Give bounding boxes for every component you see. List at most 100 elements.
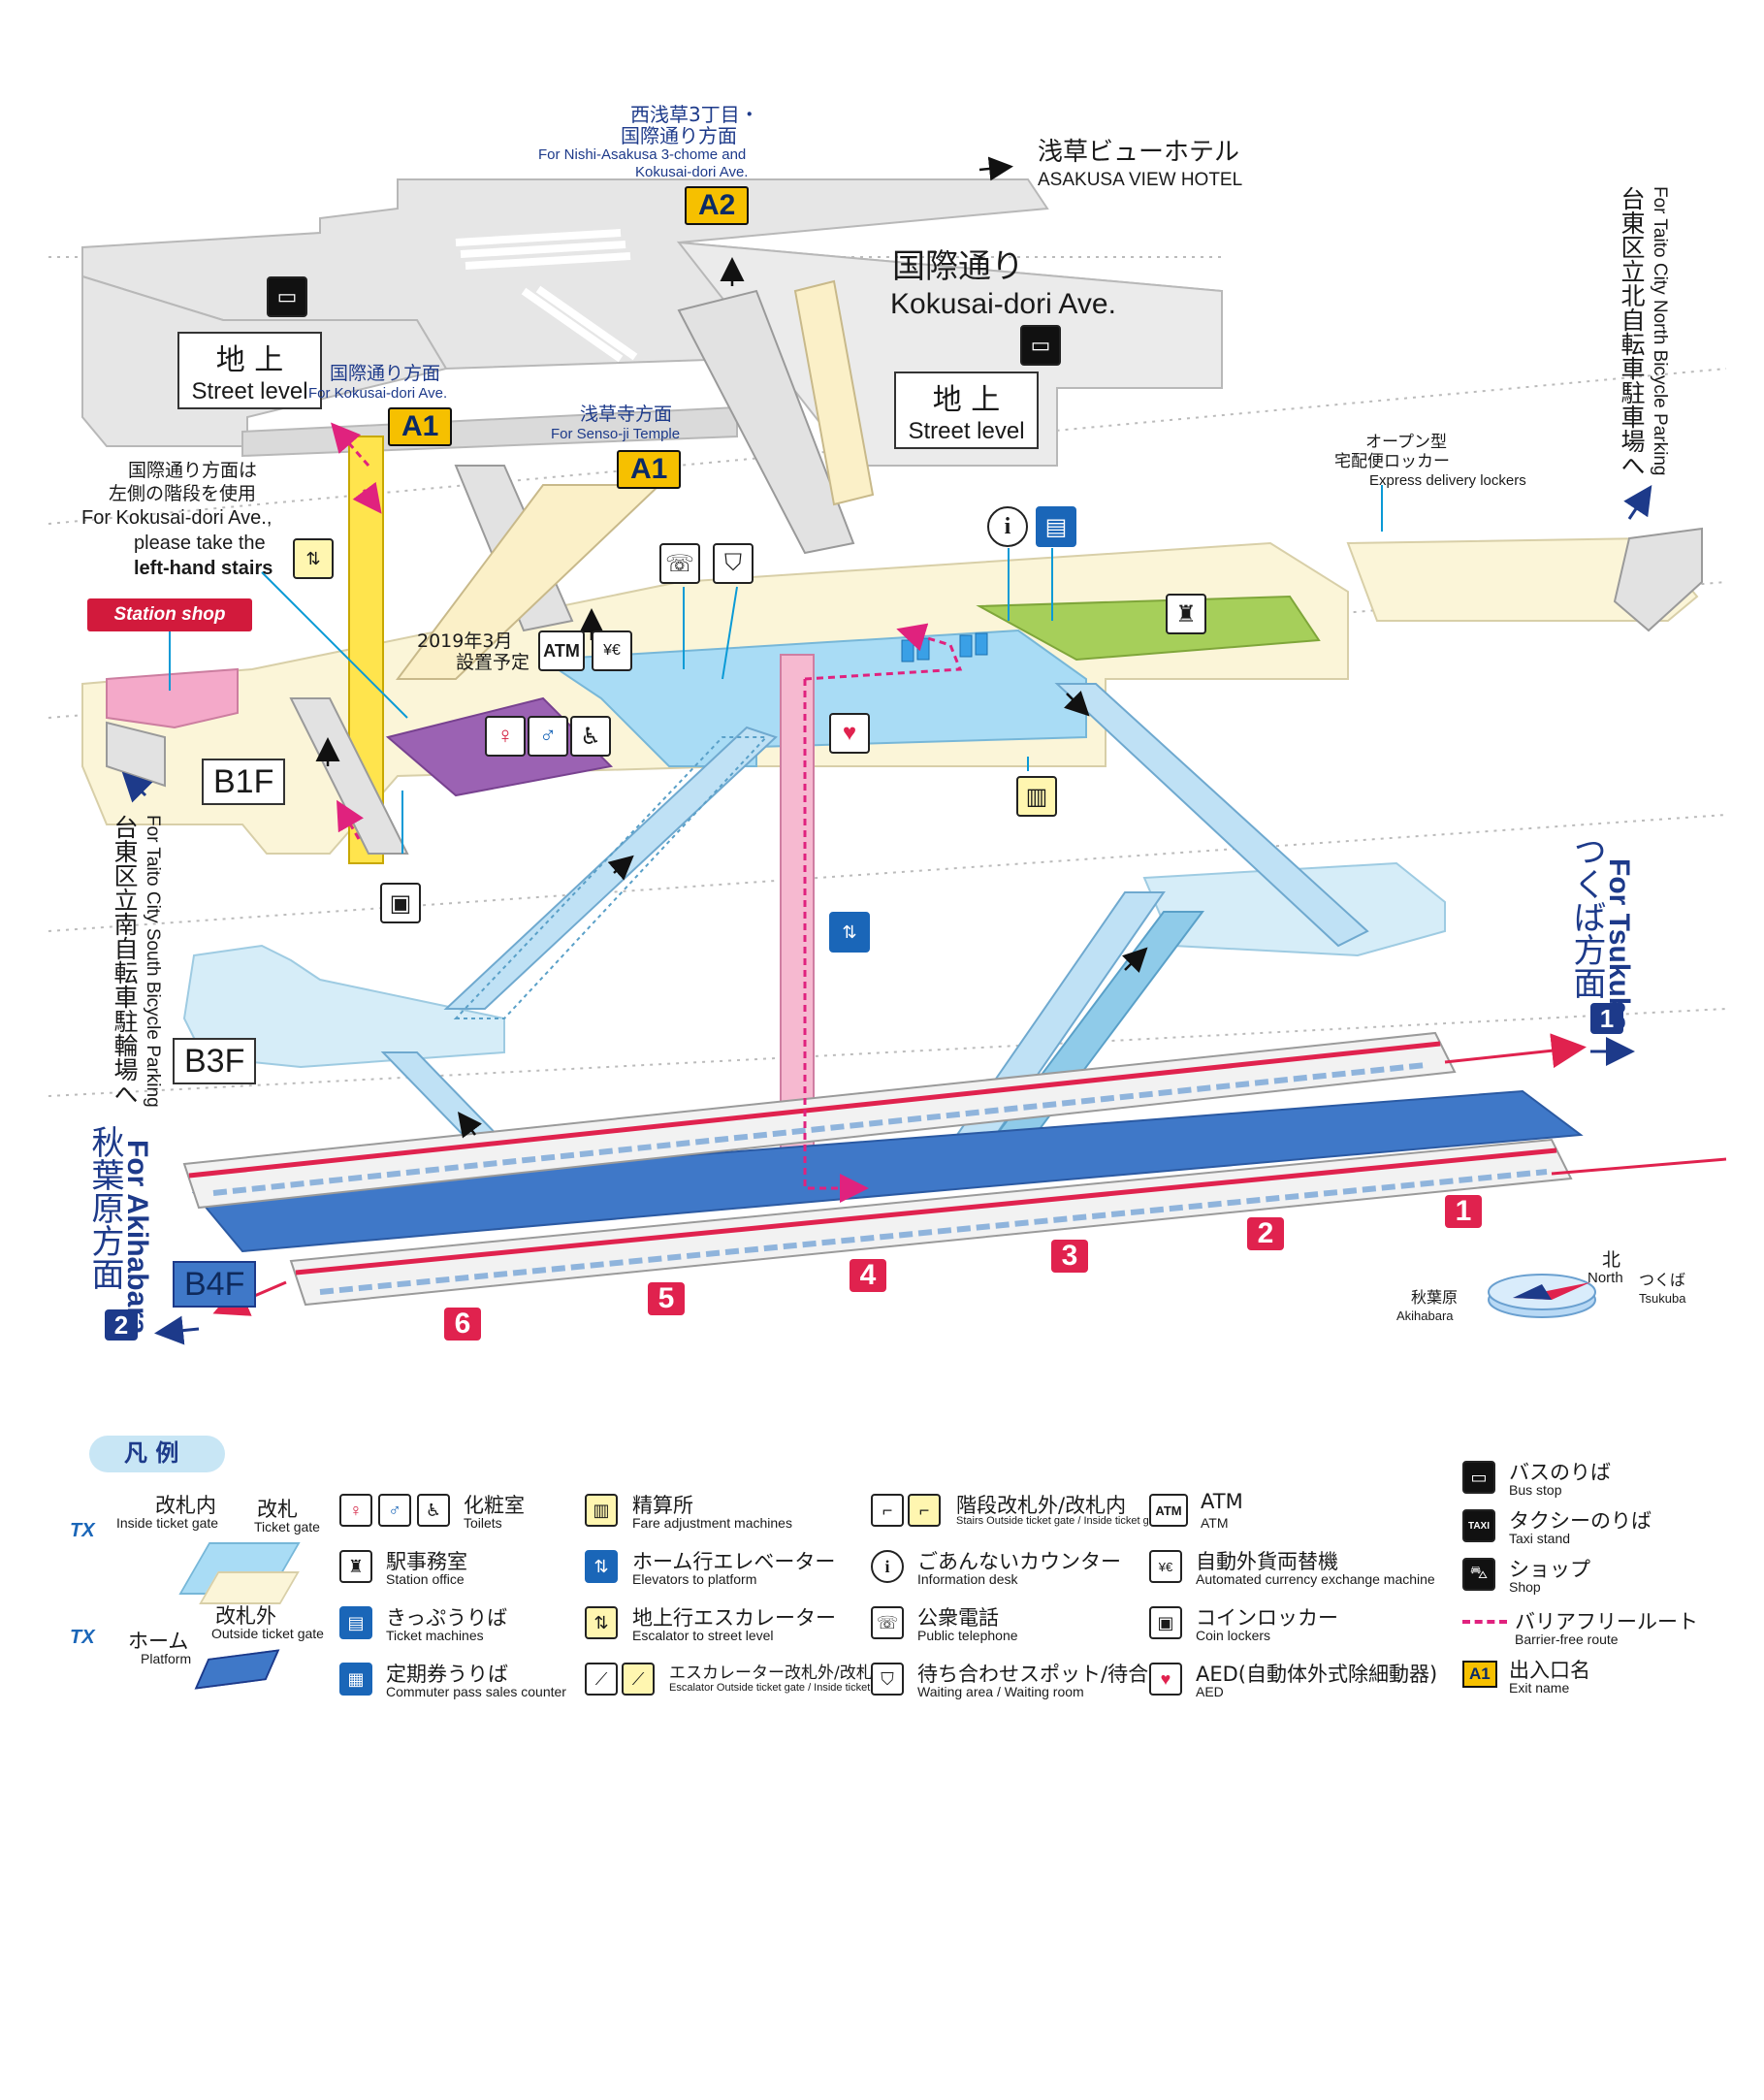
legend-station-office-en: Station office — [386, 1571, 465, 1587]
akihabara-direction-number: 2 — [105, 1309, 138, 1341]
legend-telephone-jp: 公衆電話 — [917, 1606, 999, 1630]
aed-icon: ♥ — [829, 713, 870, 754]
nishi-asakusa-jp: 西浅草3丁目・ — [630, 103, 759, 126]
exit-a1-center-badge: A1 — [617, 450, 682, 489]
legend-taxi-label: TAXI — [1467, 1520, 1491, 1532]
car-number-5: 5 — [648, 1282, 685, 1315]
legend-fare-adjust-icon: ▥ — [585, 1494, 618, 1527]
compass-north-jp: 北 — [1602, 1249, 1621, 1271]
stairs-note-en2: please take the — [134, 533, 266, 554]
coin-locker-icon: ▣ — [380, 883, 421, 923]
legend-escalator-street-icon: ⇅ — [585, 1606, 618, 1639]
legend-atm-jp: ATM — [1201, 1490, 1243, 1513]
bus-stop-icon-left: ▭ — [267, 276, 307, 317]
legend-escalator-en: Escalator Outside ticket gate / Inside t… — [669, 1682, 894, 1694]
car-number-2: 2 — [1247, 1217, 1284, 1250]
legend-station-office-icon: ♜ — [339, 1550, 372, 1583]
legend-coin-locker-en: Coin lockers — [1196, 1628, 1271, 1643]
legend-platform-diagram — [194, 1649, 280, 1690]
akihabara-jp: 秋葉原方面 — [85, 1125, 124, 1290]
atm-icon-label: ATM — [543, 640, 580, 661]
legend-escalator-jp: エスカレーター改札外/改札内 — [669, 1664, 889, 1683]
legend-elevator-platform-icon: ⇅ — [585, 1550, 618, 1583]
legend-bus-icon: ▭ — [1462, 1461, 1495, 1494]
legend-info-jp: ごあんないカウンター — [917, 1550, 1121, 1573]
b1f-floor — [81, 536, 1699, 855]
a1-left-en: For Kokusai-dori Ave. — [308, 385, 448, 402]
stairs-note-jp1: 国際通り方面は — [128, 460, 258, 481]
legend-barrier-free-icon — [1462, 1620, 1507, 1624]
legend-ticket-machines-icon: ▤ — [339, 1606, 372, 1639]
nishi-asakusa-en1: For Nishi-Asakusa 3-chome and — [538, 146, 747, 163]
legend-outside-gate-en: Outside ticket gate — [211, 1626, 324, 1641]
legend-currency-icon: ¥€ — [1149, 1550, 1182, 1583]
atm-icon: ATM — [538, 630, 585, 671]
waiting-area-icon: ⛉ — [713, 543, 754, 584]
public-telephone-icon: ☏ — [659, 543, 700, 584]
lockers-en: Express delivery lockers — [1369, 472, 1526, 489]
sensoji-jp: 浅草寺方面 — [580, 404, 673, 425]
legend-outside-gate-jp: 改札外 — [215, 1604, 276, 1628]
akihabara-en: For Akihabara — [121, 1140, 153, 1335]
exit-a1-left-badge: A1 — [388, 407, 453, 446]
compass — [1488, 1274, 1596, 1318]
compass-north-en: North — [1588, 1270, 1623, 1286]
legend-atm-icon-label: ATM — [1155, 1502, 1182, 1518]
lockers-jp2: 宅配便ロッカー — [1334, 452, 1450, 471]
legend-gate-jp: 改札 — [257, 1498, 298, 1521]
sensoji-en: For Senso-ji Temple — [551, 426, 681, 442]
legend-stairs-outside-icon: ⌐ — [871, 1494, 904, 1527]
legend-platform-en: Platform — [141, 1651, 192, 1666]
stairs-note-jp2: 左側の階段を使用 — [109, 483, 257, 504]
legend-taxi-jp: タクシーのりば — [1509, 1509, 1652, 1533]
legend-exit-badge: A1 — [1462, 1661, 1497, 1688]
legend-telephone-icon: ☏ — [871, 1606, 904, 1639]
legend: 凡 例 TX 改札内 Inside ticket gate 改札 Ticket … — [0, 1426, 1764, 1717]
legend-info-en: Information desk — [917, 1571, 1018, 1587]
view-hotel-en: ASAKUSA VIEW HOTEL — [1038, 170, 1243, 190]
street-level-left: 地 上 Street level — [177, 332, 322, 409]
legend-toilet-female-icon: ♀ — [339, 1494, 372, 1527]
legend-aed-jp: AED(自動体外式除細動器) — [1196, 1663, 1438, 1686]
legend-fare-adjust-jp: 精算所 — [632, 1494, 693, 1517]
legend-currency-jp: 自動外貨両替機 — [1196, 1550, 1338, 1573]
kokusai-dori-en: Kokusai-dori Ave. — [890, 288, 1116, 320]
legend-barrier-free-jp: バリアフリールート — [1515, 1610, 1698, 1633]
station-office-icon: ♜ — [1166, 594, 1206, 634]
legend-waiting-jp: 待ち合わせスポット/待合室 — [917, 1663, 1170, 1686]
legend-info-icon: i — [871, 1550, 904, 1583]
legend-platform-jp: ホーム — [128, 1630, 189, 1653]
legend-accessible-icon: ♿ — [417, 1494, 450, 1527]
bus-stop-icon: ▭ — [1020, 325, 1061, 366]
b4f-platform — [182, 1031, 1727, 1316]
compass-akihabara-jp: 秋葉原 — [1411, 1288, 1459, 1307]
legend-ticket-machines-jp: きっぷうりば — [386, 1606, 508, 1630]
legend-fare-adjust-en: Fare adjustment machines — [632, 1515, 792, 1531]
tsukuba-direction-number: 1 — [1590, 1003, 1623, 1034]
legend-aed-en: AED — [1196, 1684, 1224, 1699]
legend-escalator-inside-icon: ⟋ — [622, 1663, 655, 1696]
legend-telephone-en: Public telephone — [917, 1628, 1018, 1643]
floor-b4f: B4F — [173, 1261, 257, 1308]
legend-toilet-male-icon: ♂ — [378, 1494, 411, 1527]
stairs-note-en3: left-hand stairs — [134, 558, 273, 579]
street-level-right-en: Street level — [908, 418, 1025, 444]
legend-escalator-outside-icon: ⟋ — [585, 1663, 618, 1696]
legend-title-text: 凡 例 — [124, 1439, 179, 1467]
compass-tsukuba-jp: つくば — [1639, 1271, 1686, 1289]
ticket-machines-icon: ▤ — [1036, 506, 1076, 547]
street-level-left-en: Street level — [191, 378, 308, 404]
view-hotel-jp: 浅草ビューホテル — [1038, 138, 1240, 167]
station-diagram — [48, 156, 1727, 1345]
legend-escalator-street-en: Escalator to street level — [632, 1628, 774, 1643]
car-number-4: 4 — [850, 1259, 886, 1292]
street-level-left-jp: 地 上 — [215, 343, 284, 377]
a1-left-jp: 国際通り方面 — [330, 363, 441, 384]
legend-aed-icon: ♥ — [1149, 1663, 1182, 1696]
compass-akihabara-en: Akihabara — [1396, 1308, 1454, 1323]
floor-b1f: B1F — [202, 759, 286, 805]
tsukuba-en: For Tsukuba — [1603, 858, 1635, 1031]
legend-waiting-icon: ⛉ — [871, 1663, 904, 1696]
legend-inside-gate-en: Inside ticket gate — [116, 1515, 219, 1531]
